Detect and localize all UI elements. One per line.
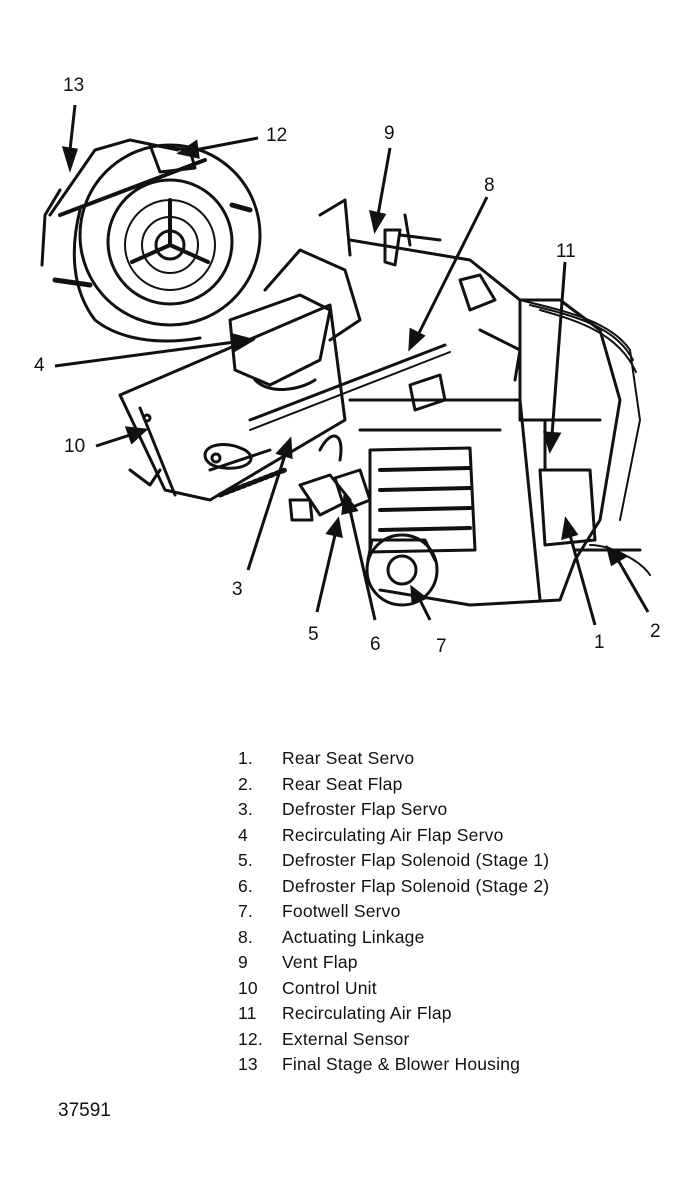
legend-number: 5.: [238, 850, 253, 870]
legend-item: 3. Defroster Flap Servo: [238, 799, 658, 825]
main-housing-drawing: [348, 238, 651, 607]
legend-number: 13: [238, 1054, 258, 1074]
legend-item: 12. External Sensor: [238, 1029, 658, 1055]
legend-number: 2.: [238, 773, 253, 794]
parts-legend: 1. Rear Seat Servo 2. Rear Seat Flap 3. Def…: [238, 748, 658, 1080]
legend-item: 11 Recirculating Air Flap: [238, 1003, 658, 1029]
legend-item: 6. Defroster Flap Solenoid (Stage 2): [238, 876, 658, 902]
legend-item: 4 Recirculating Air Flap Servo: [238, 825, 658, 851]
legend-text: Rear Seat Servo: [282, 748, 415, 768]
solenoids-drawing: [288, 434, 372, 522]
control-unit-drawing: [118, 303, 347, 502]
legend-text: Recirculating Air Flap Servo: [282, 824, 504, 845]
legend-number: 8.: [238, 926, 253, 947]
callout-7: 7: [436, 636, 447, 657]
callout-1: 1: [594, 632, 605, 653]
legend-item: 7. Footwell Servo: [238, 901, 658, 927]
legend-number: 12.: [238, 1028, 263, 1049]
figure-number: 37591: [58, 1100, 111, 1121]
legend-text: Footwell Servo: [282, 901, 401, 921]
legend-number: 4: [238, 824, 248, 845]
recirc-servo-drawing: [228, 198, 362, 391]
mechanism-diagram: [40, 104, 651, 626]
legend-text: Rear Seat Flap: [282, 773, 403, 794]
legend-number: 10: [238, 977, 258, 998]
blower-housing-drawing: [40, 138, 262, 343]
callout-13: 13: [63, 75, 85, 96]
legend-item: 10 Control Unit: [238, 978, 658, 1004]
callout-9: 9: [384, 123, 395, 144]
legend-text: Defroster Flap Solenoid (Stage 2): [282, 875, 550, 896]
legend-text: Control Unit: [282, 977, 377, 998]
legend-text: Actuating Linkage: [282, 926, 425, 947]
legend-item: 8. Actuating Linkage: [238, 927, 658, 953]
callout-3: 3: [232, 579, 243, 600]
callout-8: 8: [484, 175, 495, 196]
legend-text: Defroster Flap Servo: [282, 799, 448, 819]
legend-text: Recirculating Air Flap: [282, 1003, 452, 1023]
legend-number: 7.: [238, 901, 253, 921]
legend-text: Defroster Flap Solenoid (Stage 1): [282, 850, 550, 870]
legend-number: 9: [238, 952, 248, 972]
legend-item: 13 Final Stage & Blower Housing: [238, 1054, 658, 1080]
callout-6: 6: [370, 634, 381, 655]
legend-number: 3.: [238, 799, 253, 819]
legend-item: 1. Rear Seat Servo: [238, 748, 658, 774]
legend-text: Vent Flap: [282, 952, 358, 972]
legend-number: 6.: [238, 875, 253, 896]
legend-item: 9 Vent Flap: [238, 952, 658, 978]
legend-number: 1.: [238, 748, 253, 768]
callout-10: 10: [64, 436, 86, 457]
callout-11: 11: [556, 241, 576, 262]
vent-flap-drawing: [383, 213, 442, 267]
actuating-linkage-drawing: [203, 343, 451, 470]
callout-4: 4: [34, 355, 45, 376]
callout-5: 5: [308, 624, 319, 645]
legend-number: 11: [238, 1003, 257, 1023]
footwell-servo-drawing: [365, 533, 439, 607]
callout-12: 12: [266, 125, 288, 146]
callout-2: 2: [650, 621, 661, 642]
legend-item: 5. Defroster Flap Solenoid (Stage 1): [238, 850, 658, 876]
legend-text: External Sensor: [282, 1028, 410, 1049]
legend-text: Final Stage & Blower Housing: [282, 1054, 521, 1074]
legend-item: 2. Rear Seat Flap: [238, 774, 658, 800]
